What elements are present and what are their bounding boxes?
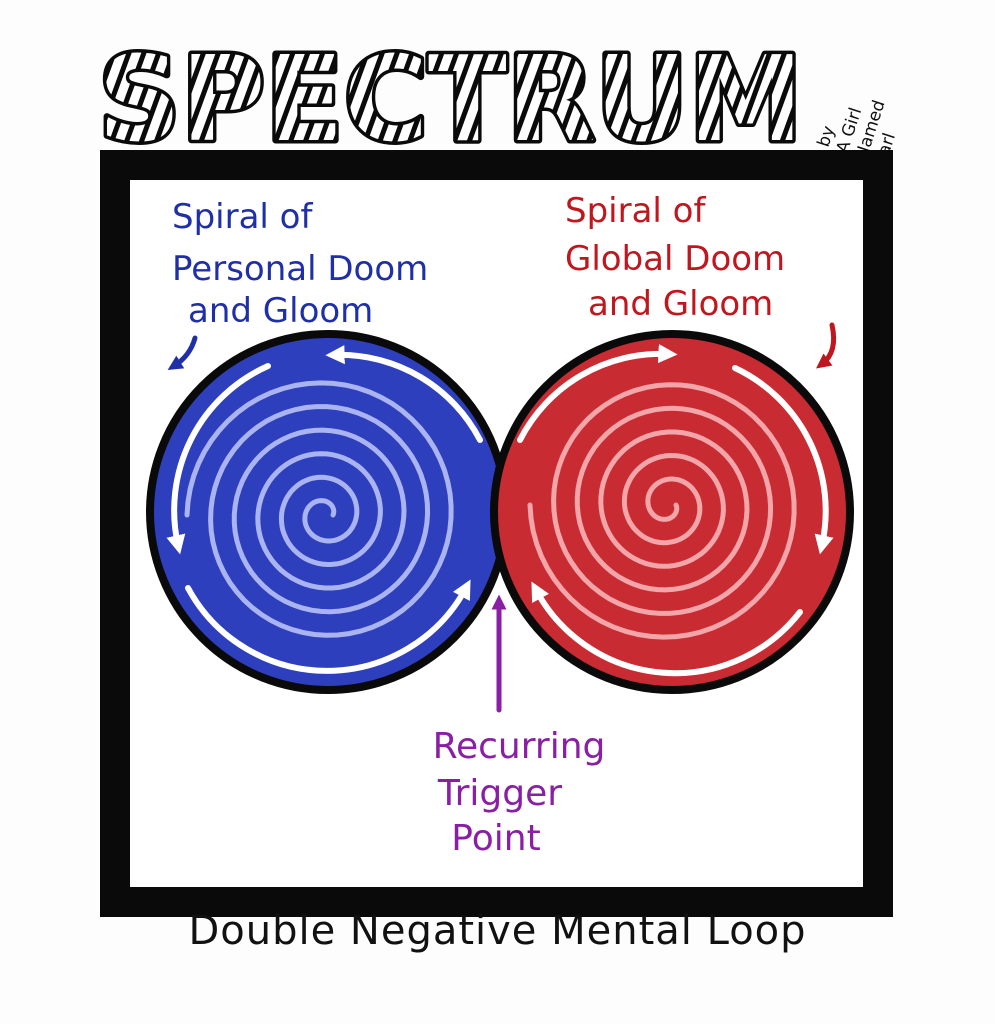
byline: by A Girl Named Earl xyxy=(814,98,900,160)
comic-caption: Double Negative Mental Loop xyxy=(188,908,807,954)
global-loop-arrow-right xyxy=(732,365,834,555)
personal-loop-arrow-bottom xyxy=(185,579,471,674)
personal-spiral xyxy=(184,380,454,638)
trigger-label-line-1: Recurring xyxy=(433,726,606,767)
title-text: SPECTRUM xyxy=(98,30,803,160)
comic-title: SPECTRUM by A Girl Named Earl xyxy=(95,30,900,160)
global-label-arrow xyxy=(816,322,837,369)
global-doom-label: Spiral of Global Doom and Gloom xyxy=(565,191,785,324)
global-spiral xyxy=(527,382,797,640)
global-label-line-3: and Gloom xyxy=(588,284,773,324)
trigger-label-line-3: Point xyxy=(451,818,540,859)
global-label-line-2: Global Doom xyxy=(565,239,785,279)
personal-label-arrow xyxy=(167,335,198,370)
personal-label-line-3: and Gloom xyxy=(188,291,373,331)
personal-label-line-2: Personal Doom xyxy=(172,249,428,289)
global-loop-arrow-bottom xyxy=(531,581,803,677)
global-label-line-1: Spiral of xyxy=(565,191,706,231)
trigger-label-line-2: Trigger xyxy=(437,773,562,814)
personal-loop-arrow-left xyxy=(166,363,271,555)
trigger-point-label: Recurring Trigger Point xyxy=(433,726,606,859)
personal-doom-label: Spiral of Personal Doom and Gloom xyxy=(172,197,428,331)
personal-loop-arrow-top xyxy=(325,345,483,443)
global-loop-arrow-top xyxy=(517,343,678,443)
personal-label-line-1: Spiral of xyxy=(172,197,313,237)
